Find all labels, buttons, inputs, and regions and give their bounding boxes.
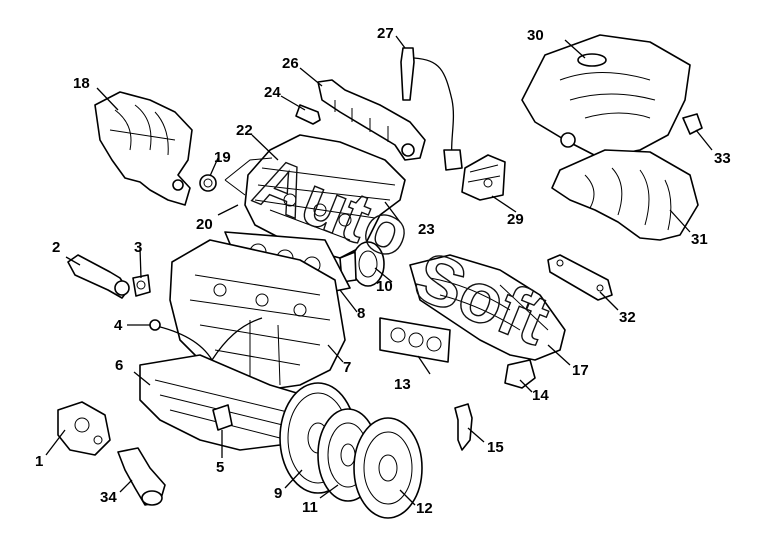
callout-label-20: 20 xyxy=(196,216,213,233)
callout-label-26: 26 xyxy=(282,55,299,72)
callout-label-23: 23 xyxy=(418,221,435,238)
intake-manifold-part xyxy=(94,91,193,206)
callout-label-18: 18 xyxy=(73,75,90,92)
injector-part xyxy=(295,104,321,125)
sensor-wire-part xyxy=(400,47,463,171)
control-module-part xyxy=(461,154,506,201)
engine-cover-part xyxy=(521,34,691,159)
callout-label-34: 34 xyxy=(100,489,117,506)
fuel-rail-part xyxy=(317,79,426,161)
exhaust-pipe-part xyxy=(504,359,536,389)
callout-label-19: 19 xyxy=(214,149,231,166)
water-pump-part xyxy=(57,401,111,456)
callout-label-5: 5 xyxy=(216,459,224,476)
callout-label-10: 10 xyxy=(376,278,393,295)
coolant-pipe-part xyxy=(67,254,130,299)
oil-pan-bracket-part xyxy=(212,404,233,431)
plug-part xyxy=(132,274,151,297)
exhaust-manifold-part xyxy=(551,149,699,241)
callout-label-24: 24 xyxy=(264,84,281,101)
pipe-elbow-part xyxy=(117,447,166,506)
callout-label-2: 2 xyxy=(52,239,60,256)
callout-label-3: 3 xyxy=(134,239,142,256)
cylinder-head-part xyxy=(224,134,406,259)
callout-label-17: 17 xyxy=(572,362,589,379)
manifold-gasket-part xyxy=(379,317,451,363)
gasket-ring-part xyxy=(199,174,217,192)
callout-label-31: 31 xyxy=(691,231,708,248)
exhaust-manifold-lower-part xyxy=(409,254,566,361)
callout-label-30: 30 xyxy=(527,27,544,44)
callout-label-1: 1 xyxy=(35,453,43,470)
pressure-plate-part xyxy=(353,417,423,519)
engine-block-part xyxy=(169,239,346,391)
callout-label-11: 11 xyxy=(302,499,318,516)
callout-labels: 1 2 3 4 5 6 7 8 9 10 11 12 13 14 15 17 1… xyxy=(35,25,731,517)
clip-part xyxy=(682,113,703,135)
bracket-part xyxy=(547,254,613,301)
leader-lines xyxy=(45,35,713,506)
callout-label-22: 22 xyxy=(236,122,253,139)
callout-label-6: 6 xyxy=(115,357,123,374)
callout-label-29: 29 xyxy=(507,211,524,228)
crank-sensor-part xyxy=(454,403,473,451)
callout-label-27: 27 xyxy=(377,25,394,42)
callout-label-7: 7 xyxy=(343,359,351,376)
callout-label-13: 13 xyxy=(394,376,411,393)
callout-label-33: 33 xyxy=(714,150,731,167)
callout-label-12: 12 xyxy=(416,500,433,517)
callout-label-15: 15 xyxy=(487,439,504,456)
callout-label-14: 14 xyxy=(532,387,549,404)
callout-label-8: 8 xyxy=(357,305,365,322)
callout-label-4: 4 xyxy=(114,317,123,334)
callout-label-9: 9 xyxy=(274,485,282,502)
callout-label-32: 32 xyxy=(619,309,636,326)
